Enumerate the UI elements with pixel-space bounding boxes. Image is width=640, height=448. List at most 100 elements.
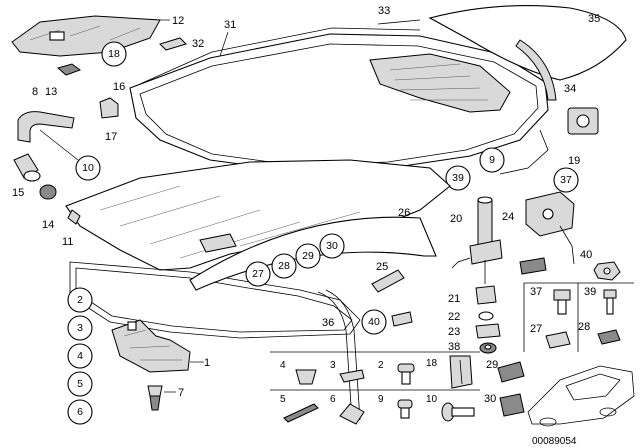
svg-text:40: 40 — [368, 316, 380, 328]
circled-callout-2: 2 — [67, 287, 93, 313]
fastener-4 — [295, 369, 317, 385]
callout-32: 32 — [192, 38, 204, 50]
callout-25: 25 — [376, 261, 388, 273]
circled-callout-27: 27 — [245, 261, 271, 287]
table-label-9: 9 — [378, 394, 384, 405]
cable-19 — [499, 129, 549, 175]
fastener-6 — [339, 403, 365, 425]
table-label-5: 5 — [280, 394, 286, 405]
clip-27 — [545, 331, 571, 349]
latch-20 — [451, 196, 503, 284]
circled-callout-6: 6 — [67, 399, 93, 425]
callout-24: 24 — [502, 211, 514, 223]
plate-23 — [475, 323, 501, 339]
clip-17 — [99, 97, 119, 119]
callout-13: 13 — [45, 86, 57, 98]
circled-callout-10: 10 — [75, 155, 101, 181]
headliner-11 — [65, 159, 451, 271]
fastener-10 — [441, 402, 475, 422]
callout-27: 27 — [530, 323, 542, 335]
circled-callout-29: 29 — [295, 243, 321, 269]
svg-text:29: 29 — [302, 250, 314, 262]
seal-34 — [515, 39, 557, 101]
clip-29 — [497, 361, 525, 383]
seal-36 — [317, 291, 353, 421]
circled-callout-28: 28 — [271, 253, 297, 279]
part-25 — [371, 269, 405, 293]
callout-8: 8 — [32, 86, 38, 98]
callout-34: 34 — [564, 83, 576, 95]
circled-callout-18: 18 — [101, 41, 127, 67]
top-frame-31 — [129, 27, 549, 173]
image-code: 00089054 — [532, 436, 577, 447]
svg-text:39: 39 — [452, 172, 464, 184]
bracket-32 — [159, 37, 187, 51]
table-label-18: 18 — [426, 358, 438, 369]
callout-23: 23 — [448, 326, 460, 338]
callout-19: 19 — [568, 155, 580, 167]
callout-20: 20 — [450, 213, 462, 225]
callout-14: 14 — [42, 219, 54, 231]
nut-40 — [593, 261, 621, 281]
callout-21: 21 — [448, 293, 460, 305]
circled-callout-30: 30 — [319, 233, 345, 259]
callout-7: 7 — [178, 387, 184, 399]
svg-text:18: 18 — [108, 48, 120, 60]
svg-text:3: 3 — [77, 322, 83, 334]
callout-37: 37 — [530, 286, 542, 298]
circled-callout-5: 5 — [67, 371, 93, 397]
table-label-6: 6 — [330, 394, 336, 405]
headliner-pad-12 — [11, 15, 161, 57]
circled-callout-4: 4 — [67, 343, 93, 369]
clip-30 — [499, 393, 525, 417]
knob-15 — [13, 153, 41, 182]
svg-text:27: 27 — [252, 268, 264, 280]
callout-30: 30 — [484, 393, 496, 405]
svg-text:2: 2 — [77, 294, 83, 306]
clip-13 — [56, 63, 82, 76]
seal-profile — [567, 107, 599, 135]
callout-22: 22 — [448, 311, 460, 323]
fastener-2 — [397, 363, 415, 385]
svg-text:37: 37 — [560, 174, 572, 186]
callout-16: 16 — [113, 81, 125, 93]
callout-15: 15 — [12, 187, 24, 199]
car-silhouette — [527, 365, 635, 427]
svg-text:10: 10 — [82, 162, 94, 174]
screw-7 — [147, 385, 163, 411]
svg-text:9: 9 — [489, 154, 495, 166]
seal-33 — [377, 19, 421, 25]
callout-29: 29 — [486, 359, 498, 371]
fastener-5 — [283, 403, 319, 423]
callout-26: 26 — [398, 207, 410, 219]
svg-text:6: 6 — [77, 406, 83, 418]
callout-35: 35 — [588, 13, 600, 25]
bolt-39 — [603, 289, 617, 315]
callout-31: 31 — [224, 19, 236, 31]
nut-38 — [479, 342, 497, 354]
callout-11: 11 — [62, 236, 73, 248]
callout-17: 17 — [105, 131, 117, 143]
callout-33: 33 — [378, 5, 390, 17]
callout-12: 12 — [172, 15, 184, 27]
circled-callout-9: 9 — [479, 147, 505, 173]
part-21 — [475, 285, 497, 305]
svg-text:30: 30 — [326, 240, 338, 252]
callout-39: 39 — [584, 286, 596, 298]
table-label-4: 4 — [280, 360, 286, 371]
table-label-10: 10 — [426, 394, 438, 405]
svg-text:5: 5 — [77, 378, 83, 390]
circled-callout-40: 40 — [361, 309, 387, 335]
cap-14 — [39, 184, 57, 200]
callout-1: 1 — [204, 357, 210, 369]
circled-callout-3: 3 — [67, 315, 93, 341]
clip-28 — [597, 329, 621, 345]
table-label-3: 3 — [330, 360, 336, 371]
seal-27 — [69, 261, 361, 339]
motor-24 — [519, 191, 575, 275]
callout-36: 36 — [322, 317, 334, 329]
bracket-1 — [111, 319, 191, 373]
grab-hoop-8 — [17, 111, 75, 143]
fastener-9 — [397, 399, 413, 419]
